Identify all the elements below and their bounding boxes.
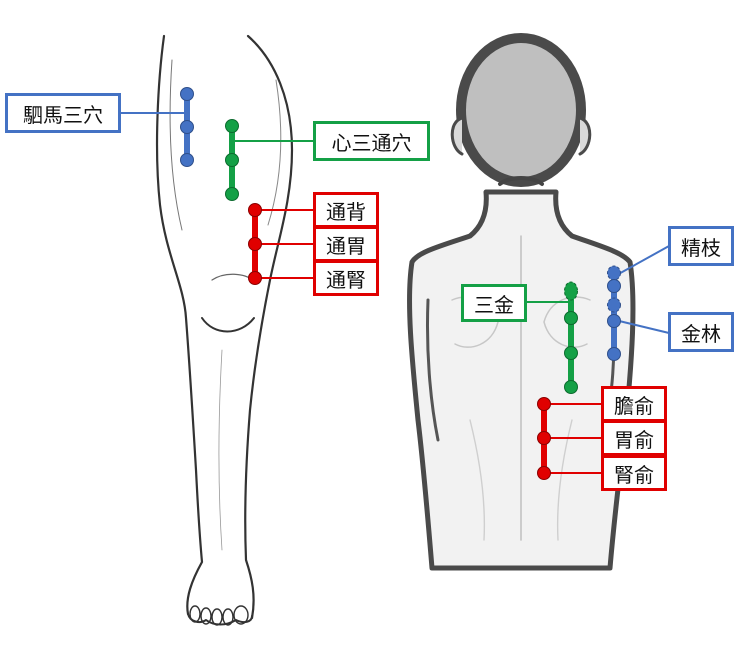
tongbei-point <box>248 203 262 217</box>
danshu-point <box>537 397 551 411</box>
thigh-inner-shading <box>267 79 282 226</box>
toes <box>189 605 249 626</box>
jinlin-point-3 <box>607 347 621 361</box>
label-jingzhi: 精枝 <box>668 226 734 266</box>
sanjin-point-1 <box>564 281 578 301</box>
jingzhi-point-1 <box>607 265 621 281</box>
left-ear <box>450 116 464 156</box>
shin-line <box>218 349 223 551</box>
right-ear <box>578 116 592 156</box>
weishu-point <box>537 431 551 445</box>
leg-illustration <box>155 34 294 626</box>
xin-point-3 <box>225 187 239 201</box>
label-weishu: 胃俞 <box>601 420 667 456</box>
sanjin-point-3 <box>564 346 578 360</box>
shenshu-point <box>537 466 551 480</box>
label-jinlin: 金林 <box>668 312 734 352</box>
lower-back-left <box>469 419 486 541</box>
jinlin-connector <box>614 319 670 334</box>
label-sanjin: 三金 <box>461 284 527 322</box>
jingzhi-connector <box>614 245 670 277</box>
left-flank-line <box>425 298 440 442</box>
label-tongbei: 通背 <box>313 192 379 228</box>
jinlin-point-2 <box>607 314 621 328</box>
tongwei-point <box>248 237 262 251</box>
jinlin-point-1 <box>607 297 621 313</box>
sima-point-3 <box>180 153 194 167</box>
leg-inner-outline <box>244 34 294 620</box>
jingzhi-point-2 <box>607 279 621 293</box>
label-tongwei: 通胃 <box>313 226 379 262</box>
sima-point-2 <box>180 120 194 134</box>
sanjin-point-2 <box>564 311 578 325</box>
leg-outer-outline <box>155 34 204 616</box>
label-xin-santong: 心三通穴 <box>313 121 430 161</box>
lower-back-right <box>556 419 573 541</box>
tongshen-point <box>248 271 262 285</box>
hairline <box>498 176 544 186</box>
label-shenshu: 腎俞 <box>601 455 667 491</box>
label-danshu: 膽俞 <box>601 386 667 422</box>
head <box>456 33 586 187</box>
label-tongshen: 通腎 <box>313 260 379 296</box>
xin-point-1 <box>225 119 239 133</box>
knee-curve <box>201 317 255 333</box>
thigh-shading <box>169 59 183 231</box>
xin-point-2 <box>225 153 239 167</box>
sima-point-1 <box>180 87 194 101</box>
label-sima-sanxue: 駟馬三穴 <box>5 93 121 133</box>
sanjin-point-4 <box>564 380 578 394</box>
